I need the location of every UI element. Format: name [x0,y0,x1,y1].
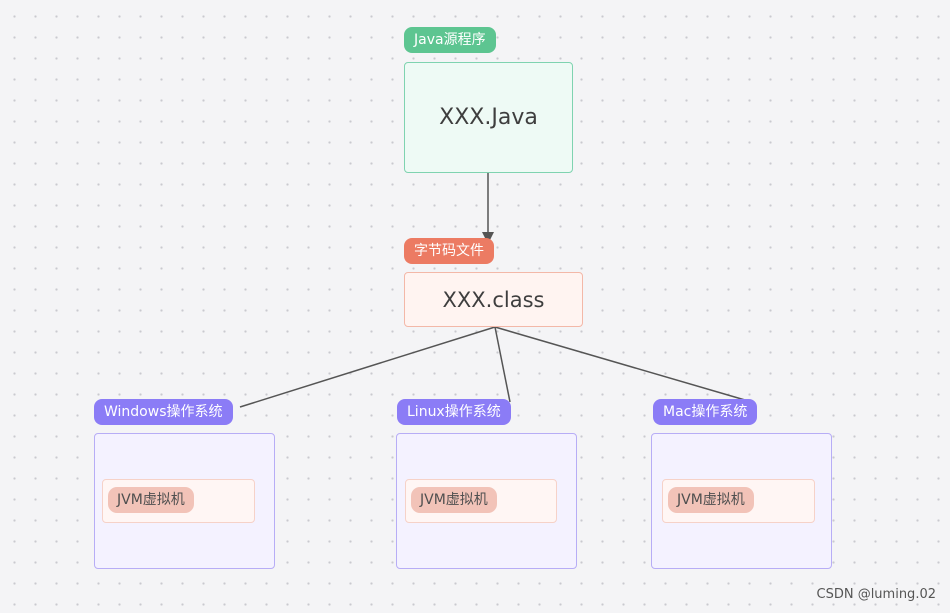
connector-bytecode-to-linux [494,326,511,403]
mac-os-tag[interactable]: Mac操作系统 [653,399,758,425]
windows-os-tag[interactable]: Windows操作系统 [94,399,233,425]
source-label: XXX.Java [439,105,538,130]
linux-os-node[interactable]: JVM虚拟机 [396,433,577,569]
bytecode-tag[interactable]: 字节码文件 [404,238,494,264]
mac-jvm-container: JVM虚拟机 [662,479,815,523]
mac-jvm-label: JVM虚拟机 [668,487,754,513]
connector-bytecode-to-windows [239,326,496,408]
linux-os-tag[interactable]: Linux操作系统 [397,399,511,425]
connector-bytecode-to-mac [494,326,746,401]
windows-jvm-container: JVM虚拟机 [102,479,255,523]
bytecode-label: XXX.class [442,287,545,312]
linux-jvm-label: JVM虚拟机 [411,487,497,513]
windows-os-node[interactable]: JVM虚拟机 [94,433,275,569]
watermark-text: CSDN @luming.02 [816,587,937,602]
windows-jvm-label: JVM虚拟机 [108,487,194,513]
linux-jvm-container: JVM虚拟机 [405,479,557,523]
mac-os-node[interactable]: JVM虚拟机 [651,433,832,569]
bytecode-node[interactable]: XXX.class [404,272,583,327]
source-tag[interactable]: Java源程序 [404,27,496,53]
source-node[interactable]: XXX.Java [404,62,573,173]
